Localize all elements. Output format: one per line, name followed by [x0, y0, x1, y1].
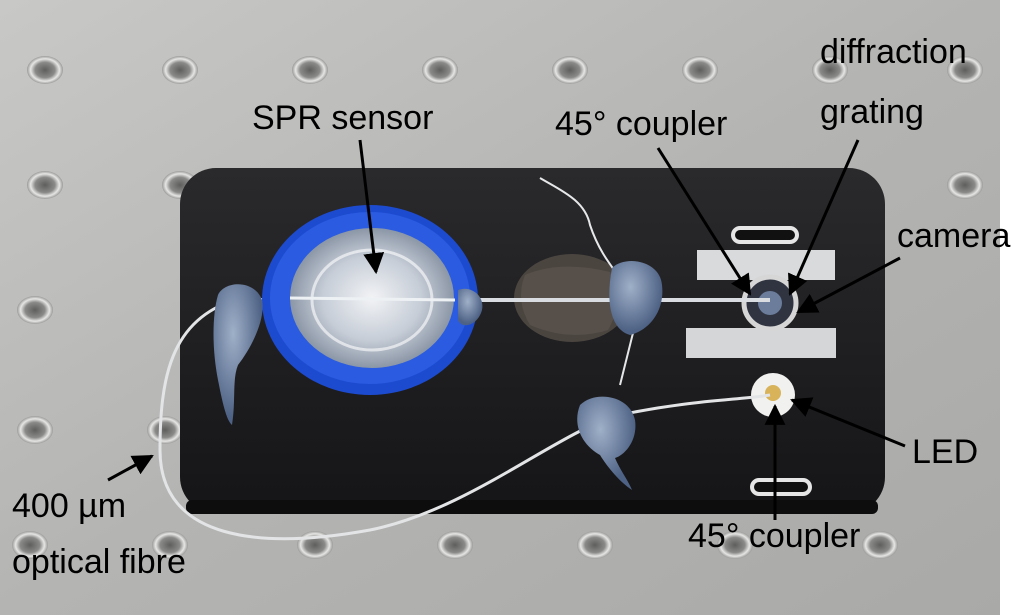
table-hole: [717, 531, 753, 559]
label-led: LED: [912, 433, 979, 471]
table-hole: [17, 416, 53, 444]
label-camera: camera: [897, 217, 1011, 255]
table-hole: [947, 171, 983, 199]
table-hole: [682, 56, 718, 84]
table-hole: [552, 56, 588, 84]
arrow-grating: [788, 139, 860, 296]
glue-blob-left: [213, 284, 263, 425]
table-hole: [27, 171, 63, 199]
table-hole: [577, 531, 613, 559]
led: [765, 385, 781, 401]
arrow-fibre: [107, 454, 154, 482]
table-hole: [152, 531, 188, 559]
arrow-led: [790, 397, 906, 448]
arrow-spr-sensor: [358, 139, 385, 275]
label-grating: grating: [820, 93, 924, 131]
arrow-camera: [796, 256, 901, 314]
table-hole: [947, 56, 983, 84]
table-hole: [437, 531, 473, 559]
table-hole: [862, 531, 898, 559]
table-hole: [147, 416, 183, 444]
label-spr-sensor: SPR sensor: [252, 99, 434, 137]
arrow-coupler-top: [656, 147, 752, 296]
label-coupler-top: 45° coupler: [555, 105, 728, 143]
table-hole: [12, 531, 48, 559]
phone-speaker-slot-top: [731, 226, 799, 244]
optical-fibre-loop: [158, 298, 771, 541]
label-fibre-type: optical fibre: [12, 543, 186, 581]
table-hole: [162, 56, 198, 84]
tape-strip-bottom: [686, 328, 836, 358]
label-fibre-size: 400 µm: [12, 487, 127, 525]
label-diffraction: diffraction: [820, 33, 967, 71]
table-hole: [27, 56, 63, 84]
white-margin: [1000, 0, 1032, 615]
table-hole: [812, 56, 848, 84]
glue-blob-cap-right: [458, 288, 483, 326]
phone-edge: [186, 500, 878, 514]
table-hole: [17, 296, 53, 324]
phone-slot-bottom: [750, 478, 812, 496]
table-hole: [422, 56, 458, 84]
glue-blob-bottom: [577, 396, 636, 490]
glue-blob-mid: [609, 261, 663, 335]
table-hole: [292, 56, 328, 84]
label-coupler-bottom: 45° coupler: [688, 517, 861, 555]
